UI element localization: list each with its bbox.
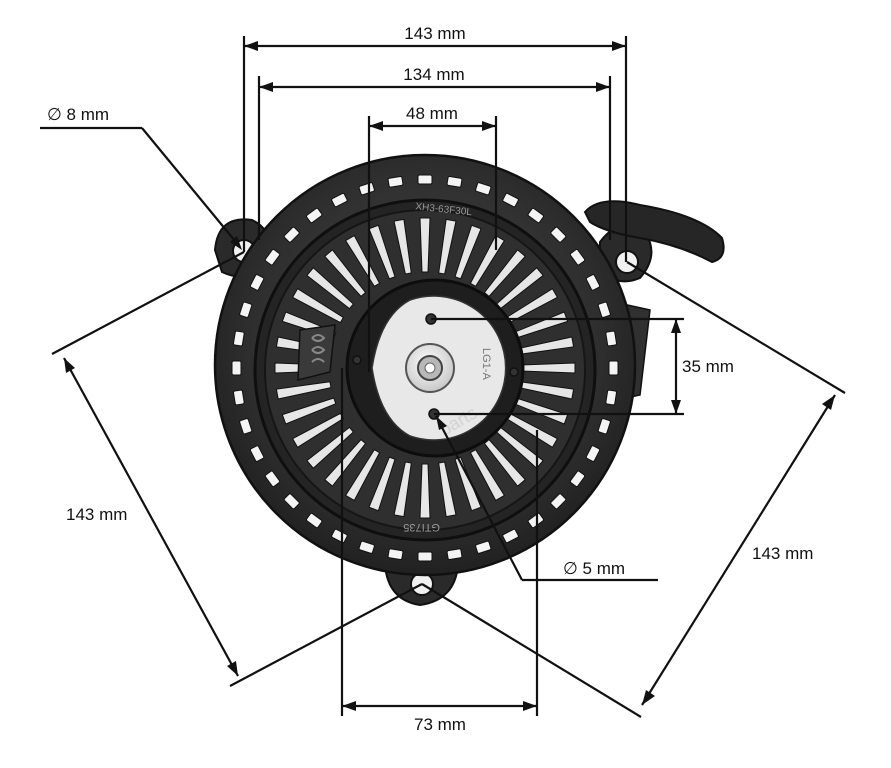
spoke-slot xyxy=(483,249,526,298)
screw-right xyxy=(509,367,519,377)
spoke-slot xyxy=(324,249,367,298)
spoke-slot xyxy=(368,456,396,512)
hub-label-marking: LG1-A xyxy=(480,348,492,380)
spoke-slot xyxy=(344,448,381,502)
spoke-slot xyxy=(368,224,396,280)
outer-vent-slot xyxy=(249,445,265,462)
dim-left-diagonal: 143 mm xyxy=(51,251,423,687)
spoke-slot-ring xyxy=(274,217,576,519)
spoke-slot xyxy=(419,463,431,519)
spoke-slot xyxy=(306,267,355,310)
outer-vent-slot xyxy=(417,551,433,562)
dim-right-diagonal-label: 143 mm xyxy=(752,544,813,563)
spoke-slot xyxy=(324,438,367,487)
outer-vent-slot xyxy=(597,418,611,435)
outer-vent-slot xyxy=(569,470,586,488)
outer-vent-slot xyxy=(231,360,242,376)
dim-center-bore: 48 mm xyxy=(367,104,498,372)
dim-center-bore-label: 48 mm xyxy=(406,104,458,123)
dim-bolt-hole: ∅ 8 mm xyxy=(40,105,242,250)
outer-vent-slot xyxy=(239,418,253,435)
spoke-slot xyxy=(483,438,526,487)
outer-vent-ring xyxy=(231,174,619,562)
spoke-slot xyxy=(281,397,337,425)
outer-vent-slot xyxy=(605,330,618,347)
dim-bottom-span: 73 mm xyxy=(340,368,539,734)
outer-vent-slot xyxy=(608,360,619,376)
outer-vent-slot xyxy=(232,330,245,347)
dim-overall-width: 143 mm xyxy=(242,24,628,262)
outer-vent-slot xyxy=(387,175,404,188)
outer-vent-slot xyxy=(232,389,245,406)
dim-pin-diameter: ∅ 5 mm xyxy=(435,415,658,582)
dim-left-diagonal-label: 143 mm xyxy=(66,505,127,524)
dim-bottom-span-label: 73 mm xyxy=(414,715,466,734)
outer-vent-slot xyxy=(597,301,611,318)
outer-vent-slot xyxy=(475,182,492,196)
spoke-slot xyxy=(454,224,482,280)
spoke-slot xyxy=(291,287,345,324)
dim-overall-width-label: 143 mm xyxy=(404,24,465,43)
spoke-slot xyxy=(393,218,412,275)
outer-vent-slot xyxy=(387,548,404,561)
outer-vent-slot xyxy=(249,274,265,291)
outer-vent-slot xyxy=(264,248,281,266)
outer-vent-slot xyxy=(283,493,300,510)
outer-vent-slot xyxy=(264,470,281,488)
outer-vent-slot xyxy=(585,445,601,462)
screw-left xyxy=(352,355,362,365)
spoke-slot xyxy=(438,461,457,518)
bottom-rim-marking: GTI735 xyxy=(403,521,440,533)
dimension-annotations: 143 mm 134 mm 48 mm ∅ 8 mm xyxy=(40,24,846,734)
outer-vent-slot xyxy=(527,512,545,529)
outer-vent-slot xyxy=(305,512,323,529)
outer-vent-slot xyxy=(569,248,586,266)
dim-pin-spacing: 35 mm xyxy=(431,317,734,416)
outer-vent-slot xyxy=(358,540,375,554)
starter-housing: XH3-63F30L GTI735 LG1-A parts xyxy=(213,153,725,607)
spoke-slot xyxy=(275,381,332,400)
outer-vent-slot xyxy=(283,226,300,243)
dim-hole-spacing: 134 mm xyxy=(257,65,612,240)
spoke-slot xyxy=(469,448,506,502)
spoke-slot xyxy=(344,234,381,288)
dim-hole-spacing-label: 134 mm xyxy=(403,65,464,84)
dim-bolt-hole-label: ∅ 8 mm xyxy=(47,105,109,124)
outer-vent-slot xyxy=(585,274,601,291)
outer-vent-slot xyxy=(550,493,567,510)
outer-vent-slot xyxy=(239,301,253,318)
outer-vent-slot xyxy=(527,207,545,224)
outer-vent-slot xyxy=(446,548,463,561)
spoke-slot xyxy=(291,412,345,449)
spoke-slot xyxy=(520,362,576,374)
spoke-slot xyxy=(393,461,412,518)
spoke-slot xyxy=(419,217,431,273)
dim-pin-diameter-label: ∅ 5 mm xyxy=(563,559,625,578)
outer-vent-slot xyxy=(502,528,519,544)
outer-vent-slot xyxy=(331,192,348,208)
outer-vent-slot xyxy=(605,389,618,406)
outer-vent-slot xyxy=(305,207,323,224)
dim-right-diagonal: 143 mm xyxy=(421,261,846,718)
outer-vent-slot xyxy=(502,192,519,208)
outer-vent-slot xyxy=(475,540,492,554)
outer-vent-slot xyxy=(417,174,433,185)
outer-vent-slot xyxy=(550,226,567,243)
outer-vent-slot xyxy=(446,175,463,188)
spoke-slot xyxy=(438,218,457,275)
dim-pin-spacing-label: 35 mm xyxy=(682,357,734,376)
